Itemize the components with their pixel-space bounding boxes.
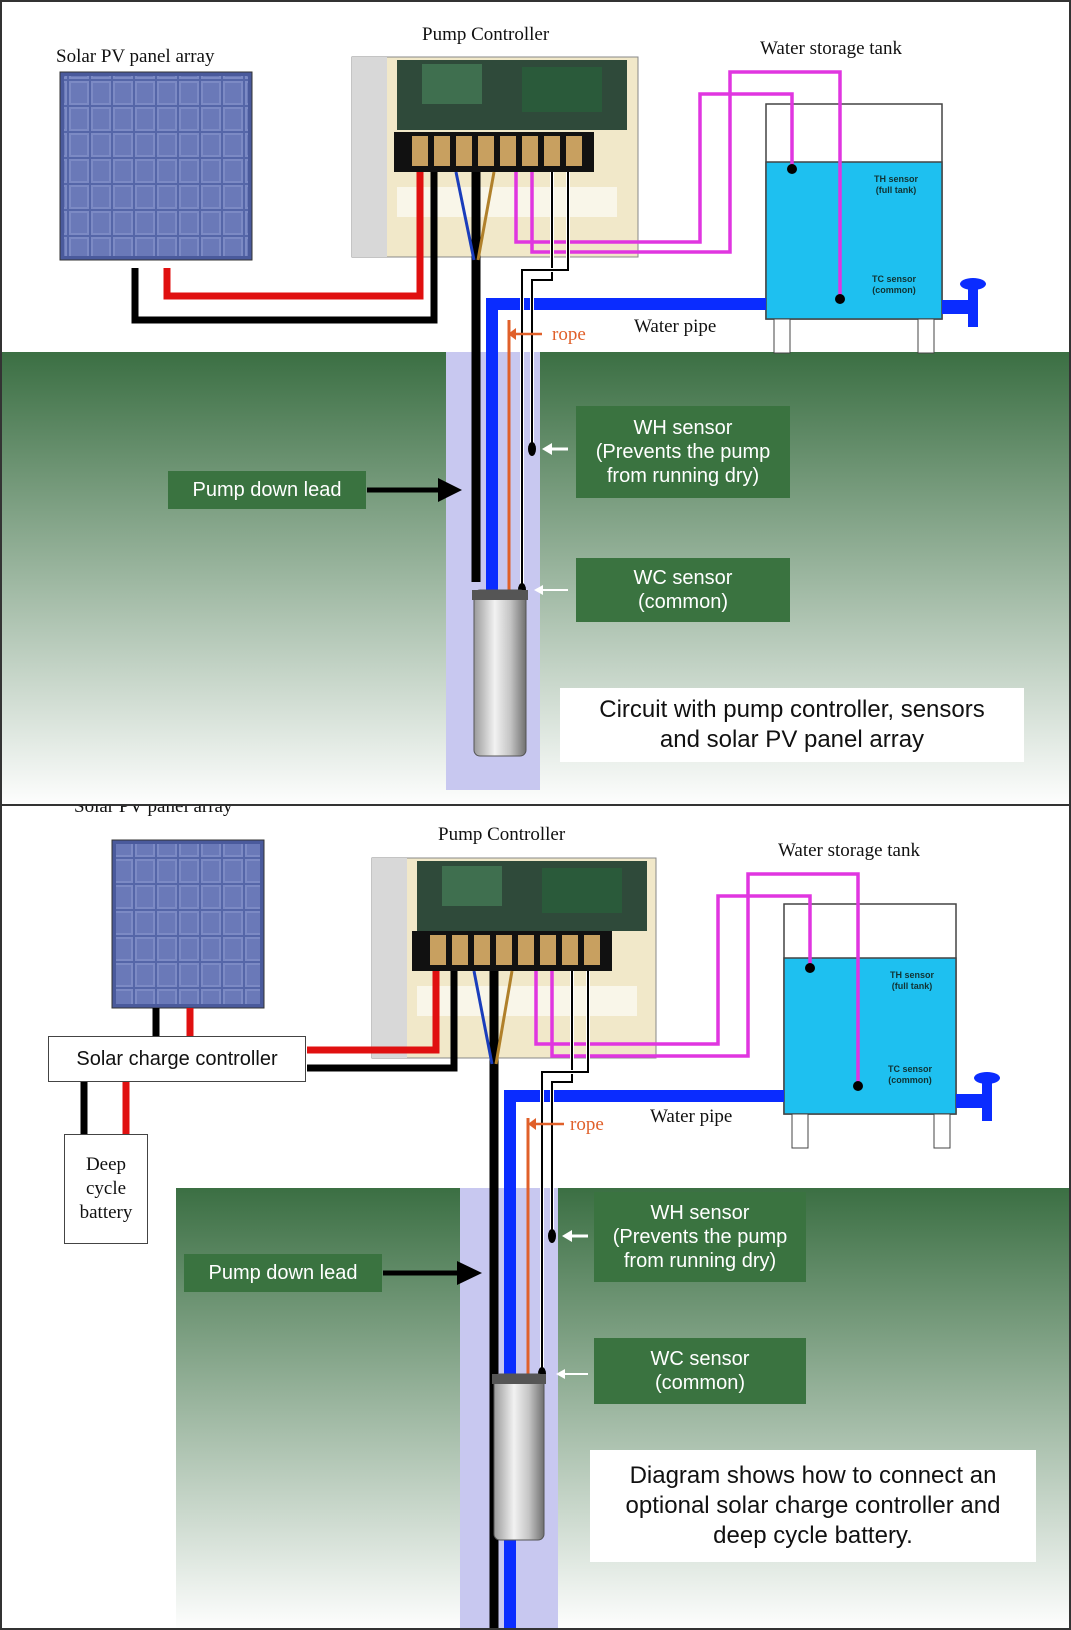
th-sensor	[787, 164, 797, 174]
wh-sensor	[548, 1229, 556, 1243]
pump-controller-label: Pump Controller	[422, 24, 550, 45]
positive-wire	[163, 172, 424, 300]
submersible-pump	[492, 1373, 546, 1541]
water-storage-tank	[765, 103, 986, 354]
tc-sensor-label: TC sensor (common)	[887, 1064, 932, 1085]
rope-label: rope	[570, 1114, 604, 1135]
water-pipe-label: Water pipe	[650, 1106, 733, 1127]
water-pipe	[486, 298, 766, 592]
water-pipe-label: Water pipe	[634, 316, 717, 337]
water-tank-label: Water storage tank	[760, 38, 902, 59]
panel-1-drawing	[2, 56, 1069, 804]
wh-sensor-box: WH sensor (Prevents the pump from runnin…	[576, 406, 790, 498]
water-storage-tank	[783, 903, 1000, 1149]
diagram-panel-1: Solar PV panel array Pump Controller Wat…	[0, 0, 1071, 806]
th-sensor-wire	[514, 92, 794, 244]
water-tank-label: Water storage tank	[778, 840, 920, 861]
deep-cycle-battery-box: Deep cycle battery	[64, 1134, 148, 1244]
negative-wire	[307, 971, 458, 1072]
th-sensor-label: TH sensor (full tank)	[873, 174, 918, 195]
rope-label: rope	[552, 324, 586, 345]
wc-sensor-box: WC sensor (common)	[594, 1338, 806, 1404]
solar-panel	[111, 839, 265, 1009]
solar-panel	[59, 71, 253, 261]
wh-sensor-box: WH sensor (Prevents the pump from runnin…	[594, 1192, 806, 1282]
th-sensor-label: TH sensor (full tank)	[889, 970, 934, 991]
tc-sensor-wire	[550, 872, 860, 1084]
pump-controller-box	[371, 857, 657, 1059]
solar-array-label: Solar PV panel array	[74, 804, 233, 817]
tc-sensor-label: TC sensor (common)	[871, 274, 916, 295]
wh-sensor	[528, 442, 536, 456]
solar-charge-controller-box: Solar charge controller	[48, 1036, 306, 1082]
pump-controller-box	[351, 56, 639, 258]
pump-down-lead-box: Pump down lead	[184, 1254, 382, 1292]
positive-wire	[307, 971, 440, 1054]
tc-sensor	[853, 1081, 863, 1091]
th-sensor-wire	[534, 894, 812, 1046]
negative-wire	[131, 172, 438, 324]
submersible-pump	[472, 589, 528, 757]
pump-controller-label: Pump Controller	[438, 824, 566, 845]
th-sensor	[805, 963, 815, 973]
tc-sensor-wire	[530, 70, 842, 300]
panel-2-caption: Diagram shows how to connect an optional…	[590, 1450, 1036, 1562]
panel-1-caption: Circuit with pump controller, sensors an…	[560, 688, 1024, 762]
pump-down-lead-box: Pump down lead	[168, 471, 366, 509]
solar-array-label: Solar PV panel array	[56, 46, 215, 67]
wc-sensor-box: WC sensor (common)	[576, 558, 790, 622]
tc-sensor	[835, 294, 845, 304]
diagram-panel-2: Solar PV panel array Pump Controller Wat…	[0, 804, 1071, 1630]
